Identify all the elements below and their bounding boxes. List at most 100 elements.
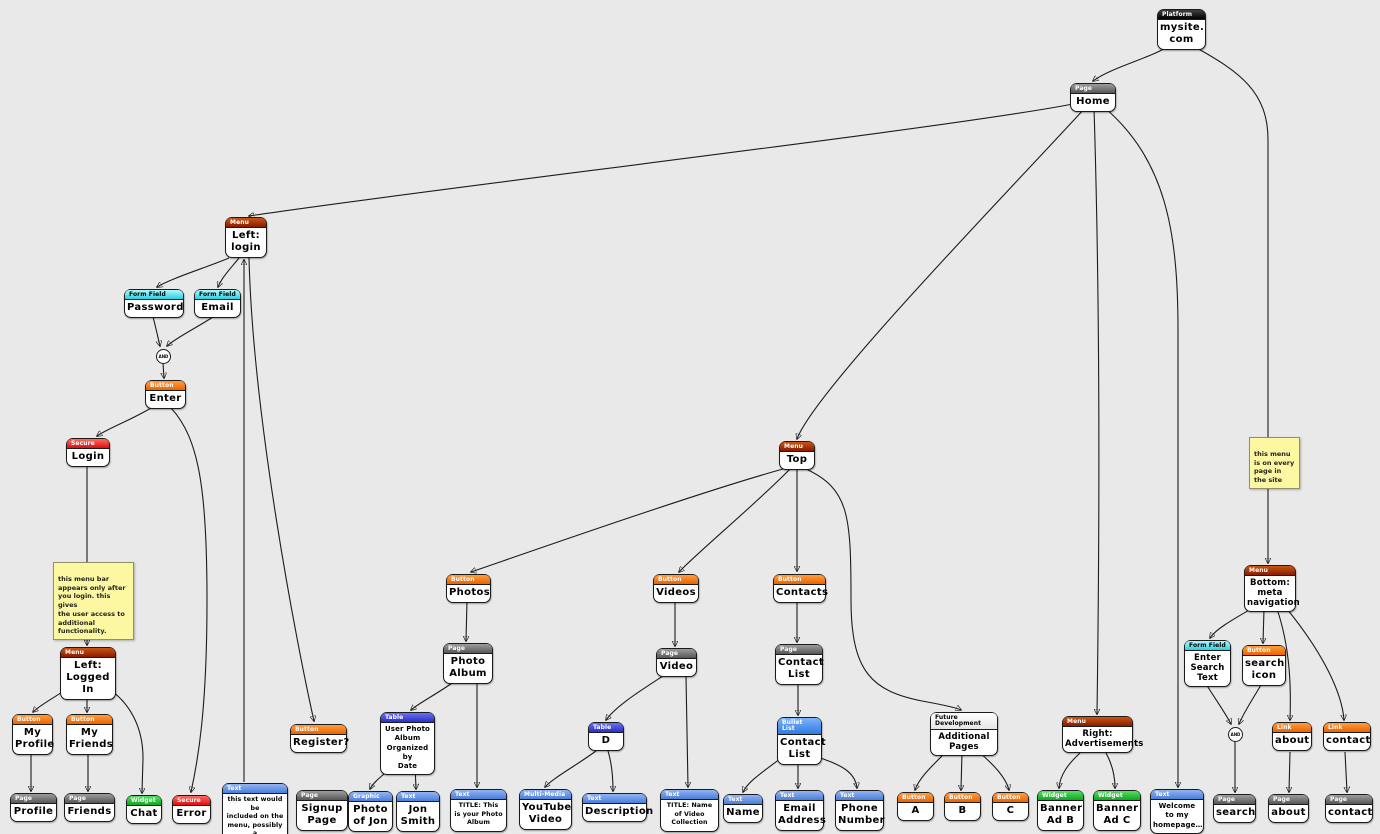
node-title: contact — [1326, 735, 1371, 747]
node-text-menu-description[interactable]: Text this text would be included on the … — [222, 783, 288, 834]
edge-home-top — [797, 107, 1086, 439]
node-text-phone-number[interactable]: Text Phone Number — [835, 790, 885, 831]
node-type-label: Text — [397, 792, 439, 803]
node-widget-banner-ad-b[interactable]: Widget Banner Ad B — [1037, 790, 1084, 831]
node-type-label: Page — [11, 794, 56, 805]
node-formfield-email[interactable]: Form Field Email — [194, 289, 241, 319]
node-button-register[interactable]: Button Register? — [290, 724, 350, 754]
node-type-label: Table — [381, 713, 434, 724]
node-title: this text would be included on the menu,… — [226, 796, 284, 834]
and-connector-search[interactable]: AND — [1228, 727, 1243, 742]
node-type-label: Form Field — [1185, 641, 1230, 652]
node-page-video[interactable]: Page Video — [656, 648, 697, 678]
edge-mysite-meta-nav — [1194, 46, 1268, 563]
node-type-label: Button — [146, 381, 185, 392]
node-type-label: Button — [945, 793, 980, 804]
node-type-label: Button — [898, 793, 933, 804]
node-page-photo-album[interactable]: Page Photo Album — [443, 643, 493, 684]
edge-additional-c — [978, 751, 1009, 790]
node-page-home[interactable]: Page Home — [1070, 83, 1116, 113]
node-bulletlist-contact-list[interactable]: Bullet List Contact List — [777, 717, 826, 765]
node-link-about[interactable]: Link about — [1272, 722, 1312, 752]
node-title: Email Address — [778, 803, 827, 827]
node-type-label: Page — [776, 645, 822, 656]
and-connector-login[interactable]: AND — [156, 349, 171, 364]
node-button-c[interactable]: Button C — [992, 792, 1029, 822]
node-title: Error — [176, 808, 207, 820]
node-type-label: Button — [447, 575, 490, 586]
node-widget-banner-ad-c[interactable]: Widget Banner Ad C — [1093, 790, 1141, 831]
node-title: Enter — [149, 393, 182, 405]
node-button-contacts[interactable]: Button Contacts — [773, 574, 828, 604]
node-menu-bottom-meta-nav[interactable]: Menu Bottom: meta navigation — [1244, 565, 1300, 613]
node-type-label: Text — [223, 784, 287, 795]
node-page-signup[interactable]: Page Signup Page — [296, 790, 348, 831]
node-title: Contact List — [778, 657, 825, 681]
node-title: My Friends — [69, 727, 114, 751]
node-title: Register? — [293, 737, 350, 749]
node-widget-chat[interactable]: Widget Chat — [126, 795, 162, 825]
sticky-note-login-menu[interactable]: this menu bar appears only after you log… — [53, 562, 134, 641]
node-text-name[interactable]: Text Name — [723, 794, 763, 824]
node-title: TITLE: Name of Video Collection — [666, 802, 713, 827]
node-button-search-icon[interactable]: Button search icon — [1242, 645, 1286, 686]
node-secure-error[interactable]: Secure Error — [172, 795, 211, 825]
node-button-b[interactable]: Button B — [944, 792, 981, 822]
node-formfield-enter-search-text[interactable]: Form Field Enter Search Text — [1184, 640, 1231, 688]
node-button-a[interactable]: Button A — [897, 792, 934, 822]
node-page-about[interactable]: Page about — [1268, 794, 1309, 824]
node-title: TITLE: This is your Photo Album — [454, 802, 503, 827]
node-button-photos[interactable]: Button Photos — [446, 574, 491, 604]
node-title: Login — [71, 451, 105, 463]
edge-mysite-home — [1093, 46, 1168, 81]
node-table-d[interactable]: Table D — [588, 722, 624, 752]
node-type-label: Text — [451, 790, 506, 801]
node-page-contact[interactable]: Page contact — [1325, 794, 1373, 824]
node-text-description[interactable]: Text Description — [582, 793, 653, 823]
sticky-note-menu-every-page[interactable]: this menu is on every page in the site — [1249, 437, 1300, 489]
node-title: about — [1275, 735, 1310, 747]
node-page-friends[interactable]: Page Friends — [64, 793, 115, 823]
node-title: Jon Smith — [400, 804, 436, 828]
node-type-label: Secure — [173, 796, 210, 807]
node-button-enter[interactable]: Button Enter — [145, 380, 186, 410]
edge-video-title-video — [686, 675, 688, 787]
node-type-label: Page — [657, 649, 696, 660]
node-menu-top[interactable]: Menu Top — [779, 441, 815, 471]
node-page-search[interactable]: Page search — [1213, 794, 1256, 824]
edge-photo-album-table — [411, 680, 456, 710]
node-platform-mysite[interactable]: Platform mysite. com — [1157, 9, 1206, 50]
node-text-email-address[interactable]: Text Email Address — [775, 790, 827, 831]
node-text-title-photo-album[interactable]: Text TITLE: This is your Photo Album — [450, 789, 507, 832]
node-title: Photo Album — [449, 656, 487, 680]
node-title: Signup Page — [301, 803, 343, 827]
node-button-videos[interactable]: Button Videos — [653, 574, 699, 604]
node-title: A — [911, 805, 920, 817]
node-title: Banner Ad C — [1096, 803, 1139, 827]
node-button-my-friends[interactable]: Button My Friends — [66, 714, 113, 755]
node-type-label: Form Field — [125, 290, 183, 301]
node-future-additional-pages[interactable]: Future Development Additional Pages — [930, 712, 998, 757]
node-multimedia-youtube[interactable]: Multi-Media YouTube Video — [519, 789, 572, 830]
node-link-contact[interactable]: Link contact — [1323, 722, 1371, 752]
node-menu-left-loggedin[interactable]: Menu Left: Logged In — [60, 647, 116, 700]
edge-left-login-email — [218, 257, 240, 287]
node-text-welcome[interactable]: Text Welcome to my homepage… — [1150, 789, 1204, 834]
node-type-label: Multi-Media — [520, 790, 571, 801]
node-menu-left-login[interactable]: Menu Left: login — [225, 217, 267, 258]
edge-top-photos — [471, 468, 784, 572]
node-text-title-video[interactable]: Text TITLE: Name of Video Collection — [660, 789, 719, 832]
edge-left-login-register — [248, 257, 314, 721]
node-type-label: Page — [1269, 795, 1308, 806]
node-menu-right-advertisements[interactable]: Menu Right: Advertisements — [1062, 716, 1143, 754]
node-button-my-profile[interactable]: Button My Profile — [12, 714, 54, 755]
node-secure-login[interactable]: Secure Login — [66, 438, 110, 468]
node-text-jon-smith[interactable]: Text Jon Smith — [396, 791, 440, 832]
node-page-profile[interactable]: Page Profile — [10, 793, 57, 823]
node-graphic-photo-of-jon[interactable]: Graphic Photo of Jon — [348, 791, 393, 832]
node-formfield-password[interactable]: Form Field Password — [124, 289, 184, 319]
node-page-contact-list[interactable]: Page Contact List — [775, 644, 825, 685]
node-type-label: Secure — [67, 439, 109, 450]
node-table-photo-album[interactable]: Table User Photo Album Organized by Date — [380, 712, 435, 775]
